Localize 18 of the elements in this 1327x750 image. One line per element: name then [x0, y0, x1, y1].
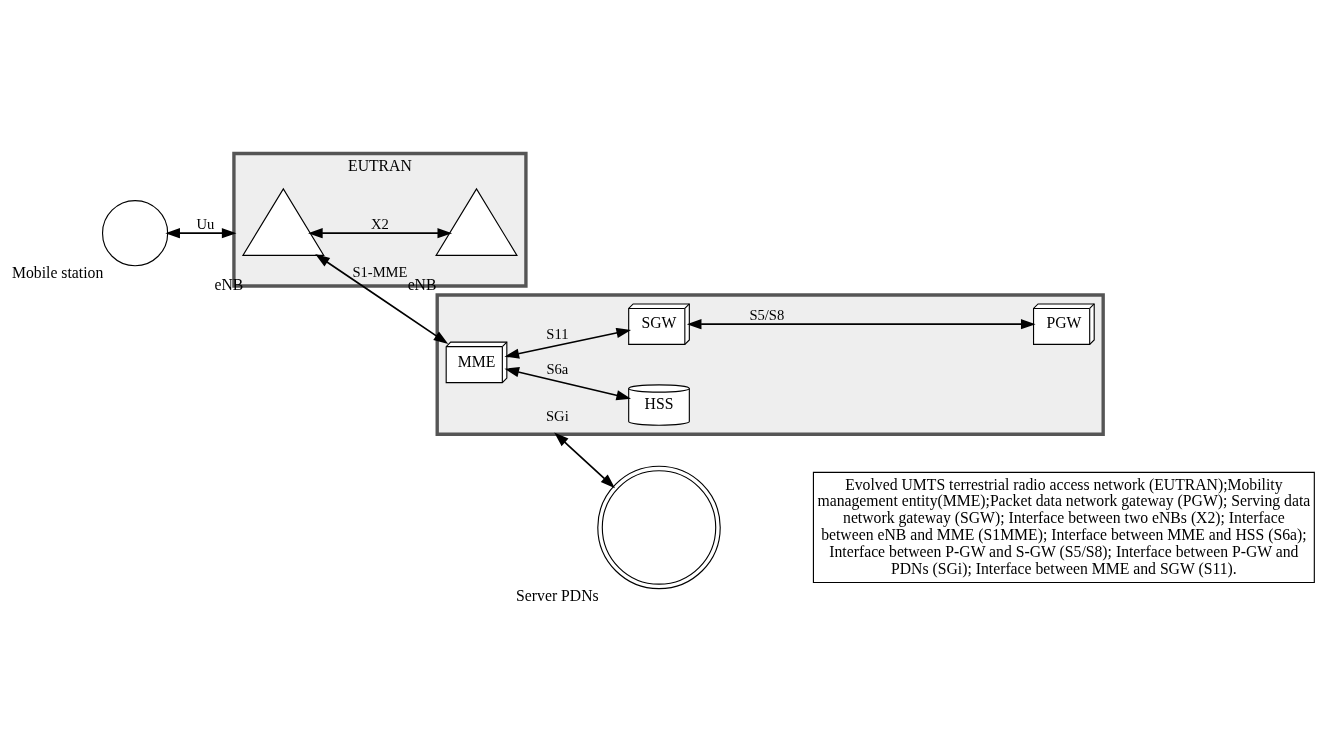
edge-label: SGi	[546, 408, 569, 425]
arrow	[165, 228, 237, 239]
node-circle	[101, 200, 169, 267]
edge-label: Uu	[196, 216, 215, 233]
arrow	[504, 327, 632, 359]
label: Evolved UMTS terrestrial radio access network (EUTRAN);Mobility management entity(MME);Packet data network gateway (PGW); Serving data network gateway (SGW); Interface between two eNBs (X2); Interface between eNB and MME (S1MME); Interface between MME and HSS (S6a); Interface between P-GW and S-GW (S5/S8); Interface between P-GW and PDNs (SGi); Interface between MME and SGW (S11).	[817, 475, 1311, 577]
arrow	[308, 228, 453, 239]
arrow	[686, 319, 1036, 330]
edge-label: S11	[546, 326, 569, 343]
edge-label: S1-MME	[352, 264, 408, 281]
arrow	[315, 254, 449, 344]
edge-label: X2	[371, 216, 389, 233]
arrow	[504, 367, 631, 401]
node-label: Mobile station	[11, 264, 104, 282]
arrow	[554, 432, 615, 489]
node-label: Server PDNs	[516, 587, 599, 605]
edge-label: S6a	[546, 361, 569, 378]
edge-label: S5/S8	[749, 307, 785, 324]
